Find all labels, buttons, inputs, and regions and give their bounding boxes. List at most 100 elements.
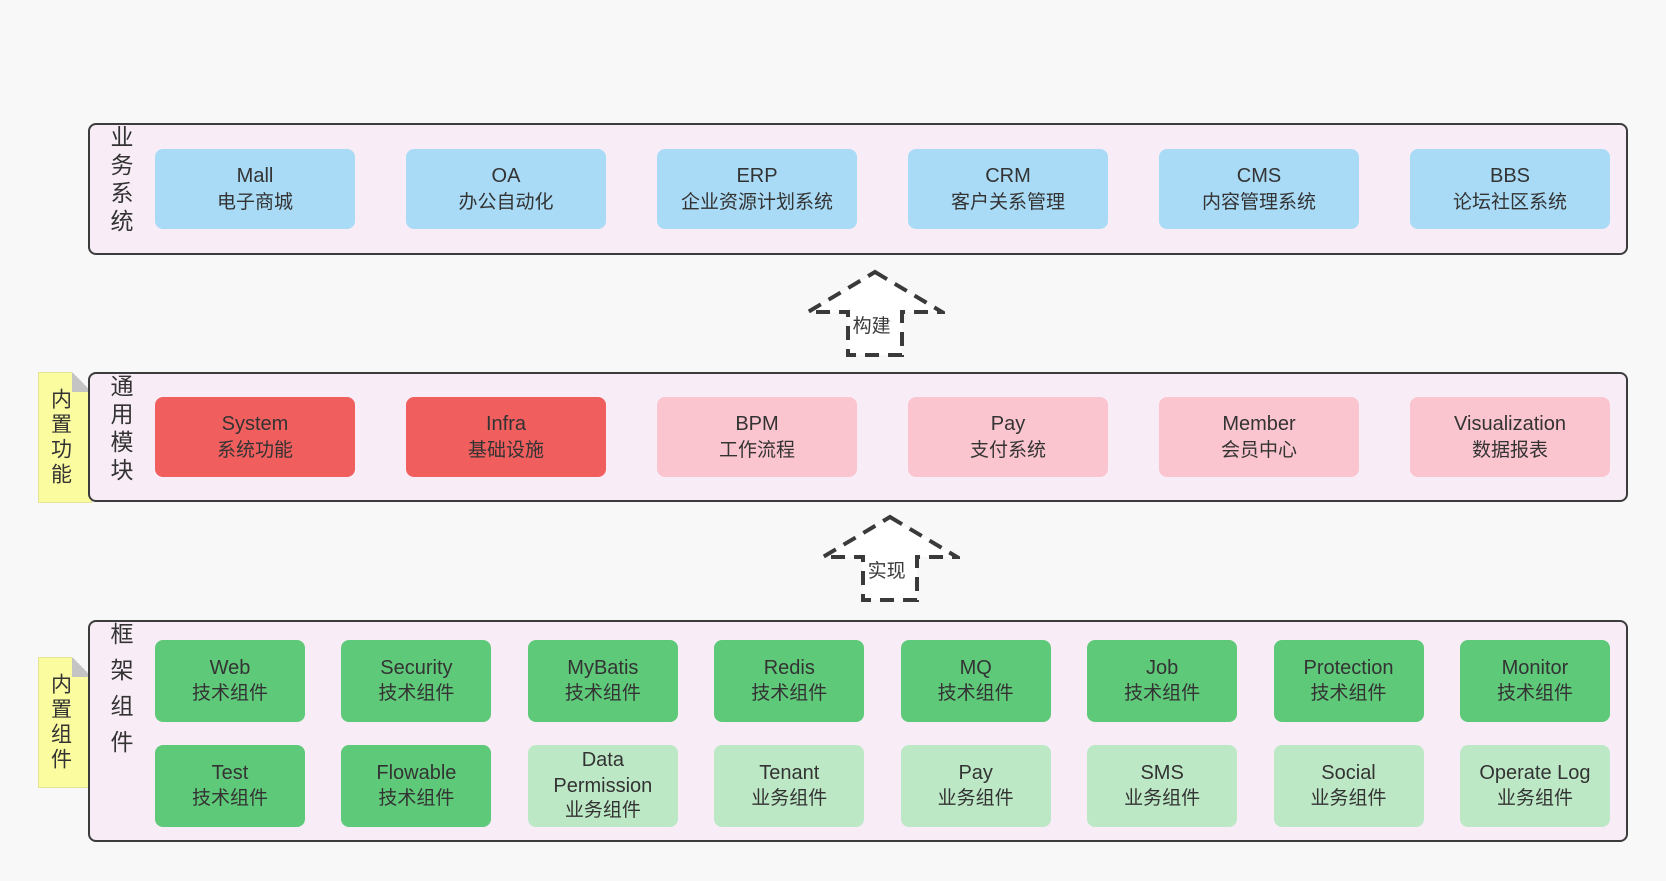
- box-subtitle: 企业资源计划系统: [680, 191, 833, 213]
- box-title: Mall: [236, 165, 274, 188]
- module-box-pay: Pay 支付系统: [908, 397, 1108, 477]
- box-title: Visualization: [1454, 413, 1566, 436]
- box-subtitle: 技术组件: [378, 682, 455, 704]
- module-box-bpm: BPM 工作流程: [657, 397, 857, 477]
- components-box-row-2: Test 技术组件 Flowable 技术组件 Data Permission …: [155, 745, 1610, 827]
- box-title: Social: [1321, 762, 1376, 785]
- box-subtitle: 电子商城: [216, 191, 293, 213]
- box-subtitle: 会员中心: [1220, 439, 1297, 461]
- box-title: ERP: [736, 165, 778, 188]
- box-title: Flowable: [376, 762, 457, 785]
- box-subtitle: 技术组件: [1124, 682, 1201, 704]
- box-subtitle: 技术组件: [751, 682, 828, 704]
- box-title: CRM: [985, 165, 1031, 188]
- box-title: MQ: [959, 657, 992, 680]
- box-subtitle: 技术组件: [1496, 682, 1573, 704]
- panel-framework-components: 框架组件 Web 技术组件 Security 技术组件 MyBatis 技术组件…: [88, 620, 1628, 842]
- box-subtitle: 业务组件: [1310, 787, 1387, 809]
- box-title: Member: [1222, 413, 1296, 436]
- business-box-row: Mall 电子商城 OA 办公自动化 ERP 企业资源计划系统 CRM 客户关系…: [155, 125, 1610, 253]
- panel-common-modules: 通用模块 System 系统功能 Infra 基础设施 BPM 工作流程 Pay…: [88, 372, 1628, 502]
- panel-business-systems: 业务系统 Mall 电子商城 OA 办公自动化 ERP 企业资源计划系统 CRM…: [88, 123, 1628, 255]
- module-box-visualization: Visualization 数据报表: [1410, 397, 1610, 477]
- component-box-flowable: Flowable 技术组件: [341, 745, 492, 827]
- box-subtitle: 客户关系管理: [950, 191, 1065, 213]
- box-subtitle: 技术组件: [564, 682, 641, 704]
- component-box-security: Security 技术组件: [341, 640, 492, 722]
- implement-arrow-label: 实现: [865, 556, 908, 583]
- component-box-mybatis: MyBatis 技术组件: [527, 640, 678, 722]
- box-subtitle: 办公自动化: [458, 191, 554, 213]
- box-subtitle: 工作流程: [718, 439, 795, 461]
- component-box-job: Job 技术组件: [1087, 640, 1238, 722]
- box-subtitle: 技术组件: [378, 787, 455, 809]
- sticky-note-built-in-components: 内置组件: [38, 657, 92, 788]
- system-box-bbs: BBS 论坛社区系统: [1410, 149, 1610, 229]
- system-box-cms: CMS 内容管理系统: [1159, 149, 1359, 229]
- box-subtitle: 内容管理系统: [1201, 191, 1316, 213]
- box-title: Monitor: [1501, 657, 1569, 680]
- box-title: Security: [380, 657, 453, 680]
- component-box-sms: SMS 业务组件: [1087, 745, 1238, 827]
- box-subtitle: 基础设施: [467, 439, 544, 461]
- component-box-operate-log: Operate Log 业务组件: [1459, 745, 1610, 827]
- system-box-crm: CRM 客户关系管理: [908, 149, 1108, 229]
- component-box-data-permission: Data Permission 业务组件: [527, 745, 678, 827]
- box-title: CMS: [1236, 165, 1282, 188]
- panel-label-common-modules: 通用模块: [107, 374, 133, 486]
- components-box-row-1: Web 技术组件 Security 技术组件 MyBatis 技术组件 Redi…: [155, 640, 1610, 722]
- module-box-infra: Infra 基础设施: [406, 397, 606, 477]
- box-title: OA: [491, 165, 521, 188]
- sticky-fold-corner: [72, 657, 92, 677]
- box-title: BBS: [1489, 165, 1531, 188]
- system-box-mall: Mall 电子商城: [155, 149, 355, 229]
- box-title: BPM: [735, 413, 779, 436]
- box-subtitle: 系统功能: [216, 439, 293, 461]
- box-title: System: [221, 413, 289, 436]
- build-arrow-label: 构建: [850, 311, 893, 338]
- modules-box-row: System 系统功能 Infra 基础设施 BPM 工作流程 Pay 支付系统…: [155, 374, 1610, 500]
- box-title: Web: [209, 657, 251, 680]
- box-title: Job: [1145, 657, 1179, 680]
- component-box-mq: MQ 技术组件: [900, 640, 1051, 722]
- box-title: Operate Log: [1479, 762, 1591, 785]
- implement-arrow: 实现: [820, 514, 960, 604]
- box-title: Pay: [958, 762, 993, 785]
- box-title: Test: [211, 762, 249, 785]
- box-title: Redis: [763, 657, 815, 680]
- box-title: Data Permission: [553, 749, 653, 797]
- box-title: MyBatis: [567, 657, 639, 680]
- sticky-note-built-in-features: 内置功能: [38, 372, 92, 503]
- component-box-tenant: Tenant 业务组件: [714, 745, 865, 827]
- box-title: Infra: [485, 413, 527, 436]
- build-arrow: 构建: [805, 269, 945, 359]
- module-box-member: Member 会员中心: [1159, 397, 1359, 477]
- box-subtitle: 业务组件: [1496, 787, 1573, 809]
- component-box-test: Test 技术组件: [155, 745, 305, 827]
- box-subtitle: 论坛社区系统: [1452, 191, 1567, 213]
- module-box-system: System 系统功能: [155, 397, 355, 477]
- sticky-fold-corner: [72, 372, 92, 392]
- box-subtitle: 业务组件: [751, 787, 828, 809]
- component-box-redis: Redis 技术组件: [714, 640, 865, 722]
- system-box-oa: OA 办公自动化: [406, 149, 606, 229]
- box-subtitle: 技术组件: [1310, 682, 1387, 704]
- component-box-web: Web 技术组件: [155, 640, 305, 722]
- component-box-monitor: Monitor 技术组件: [1459, 640, 1610, 722]
- box-subtitle: 支付系统: [969, 439, 1046, 461]
- component-box-protection: Protection 技术组件: [1273, 640, 1424, 722]
- sticky-label: 内置功能: [48, 387, 72, 488]
- box-title: Protection: [1303, 657, 1394, 680]
- panel-label-framework-components: 框架组件: [107, 622, 133, 766]
- box-title: Pay: [990, 413, 1026, 436]
- box-subtitle: 技术组件: [191, 682, 268, 704]
- box-subtitle: 技术组件: [937, 682, 1014, 704]
- box-subtitle: 业务组件: [1124, 787, 1201, 809]
- box-subtitle: 业务组件: [937, 787, 1014, 809]
- box-title: Tenant: [759, 762, 820, 785]
- system-box-erp: ERP 企业资源计划系统: [657, 149, 857, 229]
- component-box-pay: Pay 业务组件: [900, 745, 1051, 827]
- box-title: SMS: [1140, 762, 1184, 785]
- box-subtitle: 技术组件: [191, 787, 268, 809]
